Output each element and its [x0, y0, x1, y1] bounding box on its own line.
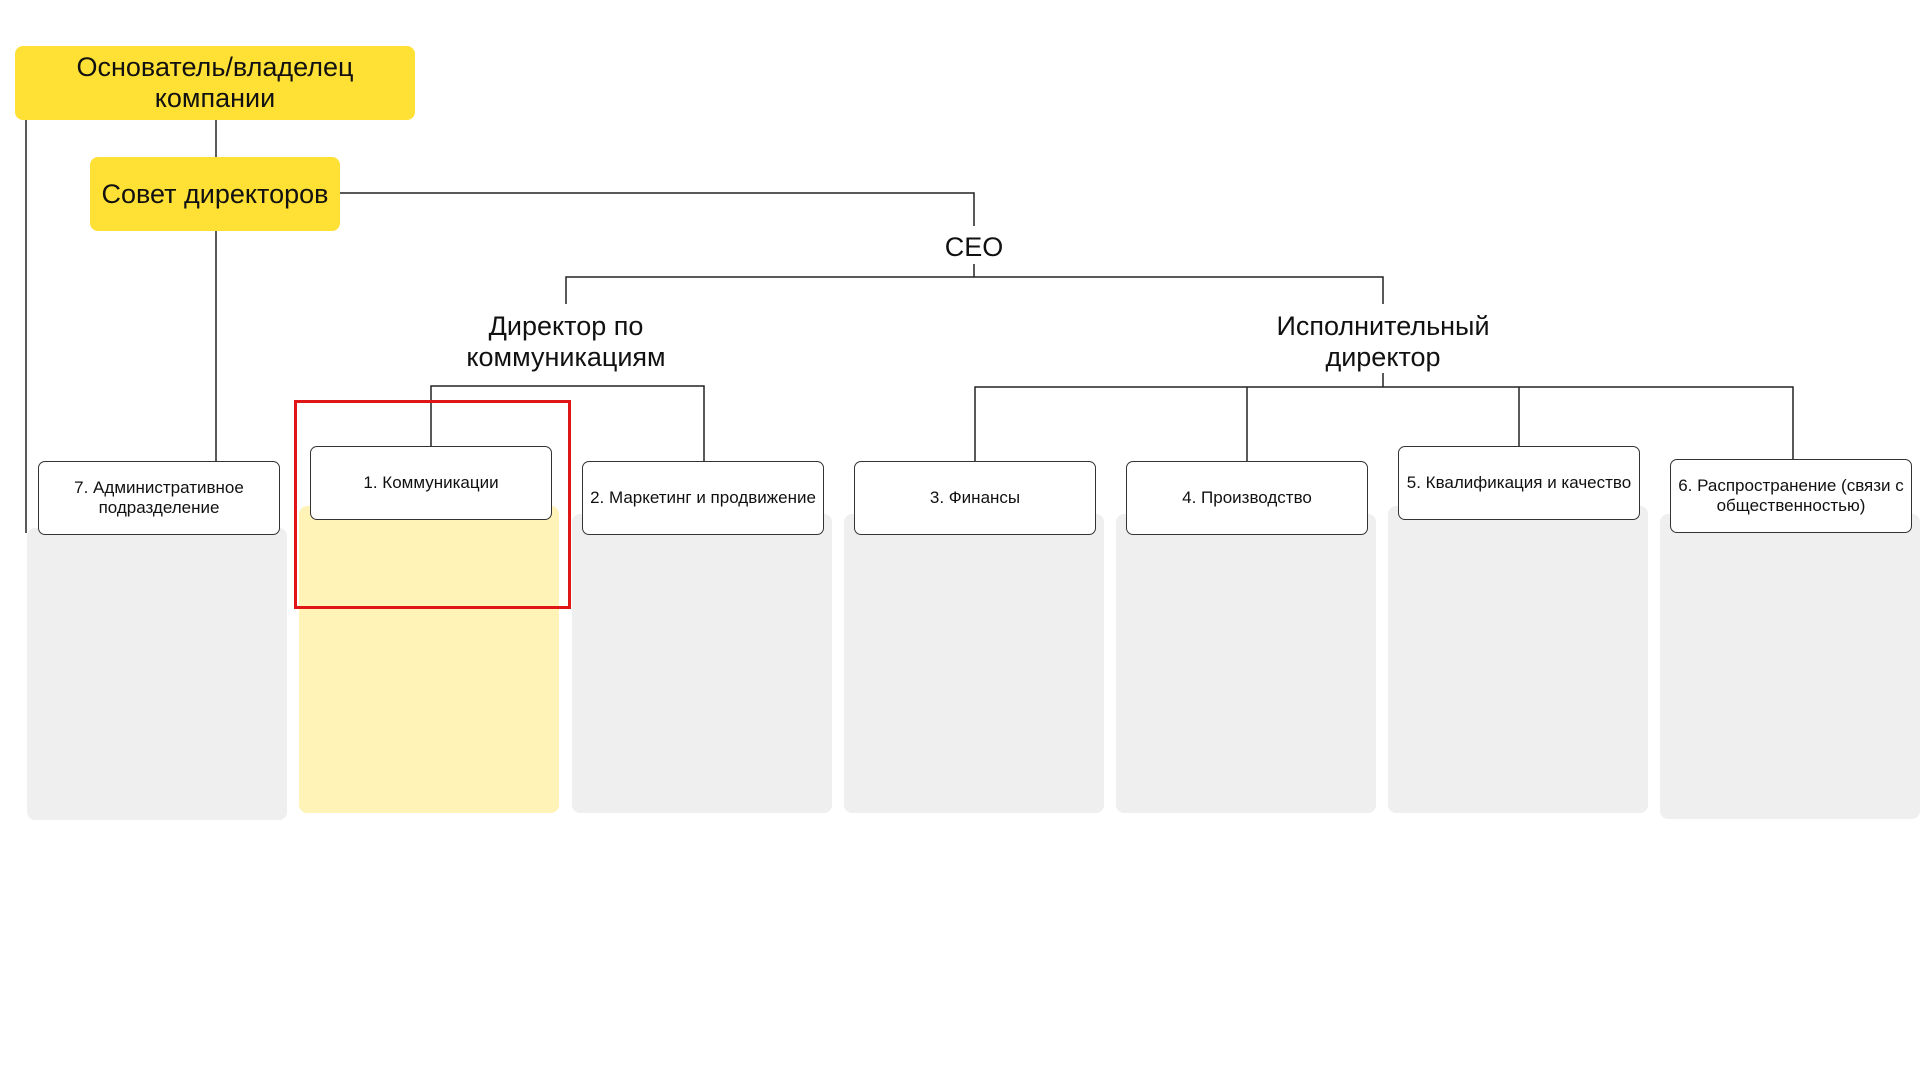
dept-distribution-label: 6. Распространение (связи с общественнос… [1678, 476, 1904, 515]
column-panel-marketing [572, 514, 832, 813]
dept-administrative-box[interactable]: 7. Административное подразделение [38, 461, 280, 535]
exec-director-node[interactable]: Исполнительный директор [1253, 311, 1513, 373]
board-node-label: Совет директоров [101, 178, 329, 209]
board-node[interactable]: Совет директоров [90, 157, 340, 231]
column-panel-finance [844, 514, 1104, 813]
comm-director-node[interactable]: Директор по коммуникациям [426, 311, 706, 373]
ceo-node-label: CEO [944, 232, 1004, 262]
column-panel-production [1116, 514, 1376, 813]
exec-director-node-label: Исполнительный директор [1276, 311, 1490, 372]
column-panel-quality [1388, 506, 1648, 813]
dept-production-label: 4. Производство [1182, 488, 1312, 507]
dept-communications-box[interactable]: 1. Коммуникации [310, 446, 552, 520]
board-to-ceo-connector [340, 192, 975, 226]
dept-finance-box[interactable]: 3. Финансы [854, 461, 1096, 535]
ceo-branch-connector [565, 276, 1384, 304]
selection-outline [294, 400, 571, 609]
owner-node-label: Основатель/владелец компании [76, 52, 354, 113]
owner-node[interactable]: Основатель/владелец компании [15, 46, 415, 120]
dept-quality-label: 5. Квалификация и качество [1406, 473, 1632, 492]
dept-production-box[interactable]: 4. Производство [1126, 461, 1368, 535]
exec-director-branch-connector [974, 386, 1794, 461]
dept-quality-box[interactable]: 5. Квалификация и качество [1398, 446, 1640, 520]
comm-director-node-label: Директор по коммуникациям [466, 311, 666, 372]
column-panel-distribution [1660, 514, 1920, 819]
ceo-node[interactable]: CEO [924, 232, 1024, 264]
dept-finance-label: 3. Финансы [929, 488, 1021, 507]
dept-administrative-label: 7. Административное подразделение [74, 478, 244, 517]
column-panel-communications [299, 506, 559, 813]
dept-marketing-label: 2. Маркетинг и продвижение [590, 488, 816, 507]
dept-communications-label: 1. Коммуникации [363, 473, 499, 492]
column-panel-administrative [27, 528, 287, 820]
dept-marketing-box[interactable]: 2. Маркетинг и продвижение [582, 461, 824, 535]
dept-distribution-box[interactable]: 6. Распространение (связи с общественнос… [1670, 459, 1912, 533]
